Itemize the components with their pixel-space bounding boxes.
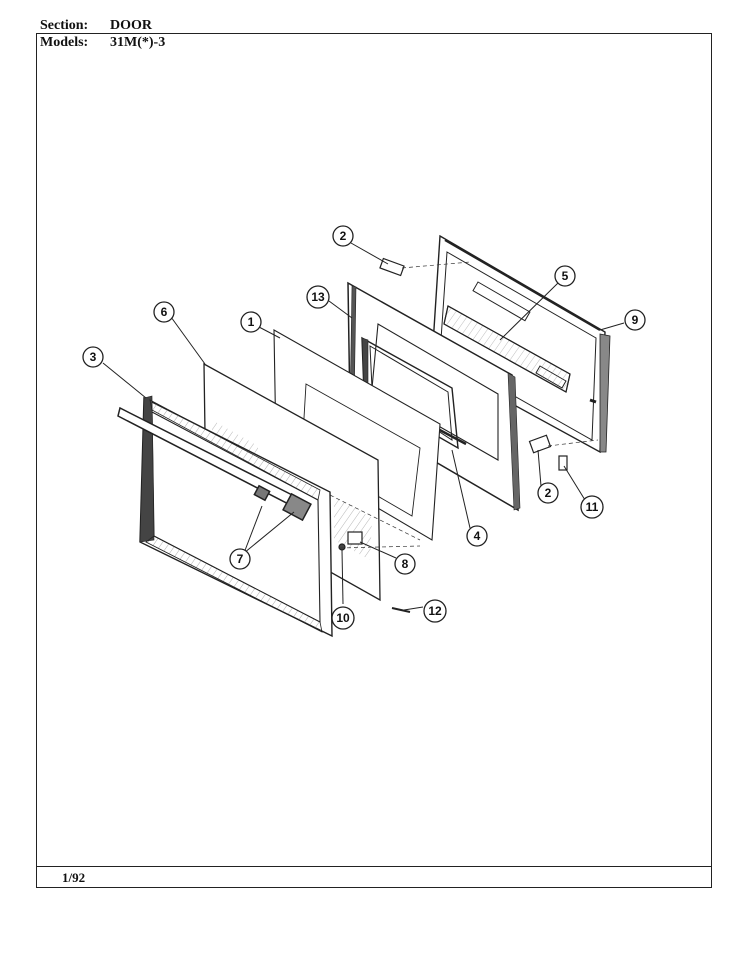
window-frame <box>361 336 467 450</box>
callout-8: 8 <box>394 553 416 575</box>
footer-divider <box>36 866 712 867</box>
window-pane <box>443 305 571 393</box>
door-handle <box>117 406 312 522</box>
svg-text:13: 13 <box>311 290 325 304</box>
callout-3: 3 <box>82 346 104 368</box>
svg-text:7: 7 <box>237 552 244 566</box>
section-label: Section: <box>40 18 89 33</box>
svg-text:3: 3 <box>90 350 97 364</box>
bottom-clip <box>528 434 552 454</box>
callout-11: 11 <box>580 495 604 519</box>
svg-text:6: 6 <box>161 305 168 319</box>
svg-text:8: 8 <box>402 557 409 571</box>
inner-door-liner <box>431 234 611 454</box>
models-label: Models: <box>40 35 89 50</box>
callout-1: 1 <box>240 311 262 333</box>
callout-5: 5 <box>554 265 576 287</box>
svg-text:2: 2 <box>545 486 552 500</box>
svg-text:11: 11 <box>586 500 599 514</box>
svg-text:2: 2 <box>340 229 347 243</box>
callout-13: 13 <box>306 285 330 309</box>
models-value: 31M(*)-3 <box>110 35 166 50</box>
revision-date: 1/92 <box>62 870 86 885</box>
callout-6: 6 <box>153 301 175 323</box>
callout-4: 4 <box>466 525 488 547</box>
diagram-frame <box>36 33 712 888</box>
screw-10 <box>338 543 346 551</box>
screw-12 <box>391 607 411 613</box>
callout-7: 7 <box>229 548 251 570</box>
outer-door-frame <box>139 395 333 638</box>
svg-text:5: 5 <box>562 269 569 283</box>
section-value: DOOR <box>110 18 152 33</box>
spacer-block <box>347 531 363 545</box>
svg-text:9: 9 <box>632 313 639 327</box>
callouts: 2 1 6 3 13 5 9 4 2 11 7 8 10 12 <box>82 225 646 630</box>
callout-9: 9 <box>624 309 646 331</box>
models-heading: Models: 31M(*)-3 <box>40 35 165 51</box>
hinge-bracket <box>558 455 568 471</box>
svg-text:4: 4 <box>474 529 481 543</box>
callout-2-bottom: 2 <box>537 482 559 504</box>
svg-text:12: 12 <box>428 604 442 618</box>
callout-2-top: 2 <box>332 225 354 247</box>
svg-text:1: 1 <box>248 315 255 329</box>
section-heading: Section: DOOR <box>40 18 152 34</box>
leader-lines <box>102 242 625 611</box>
callout-10: 10 <box>331 606 355 630</box>
svg-text:10: 10 <box>336 611 350 625</box>
callout-12: 12 <box>423 599 447 623</box>
alignment-lines <box>329 261 599 549</box>
